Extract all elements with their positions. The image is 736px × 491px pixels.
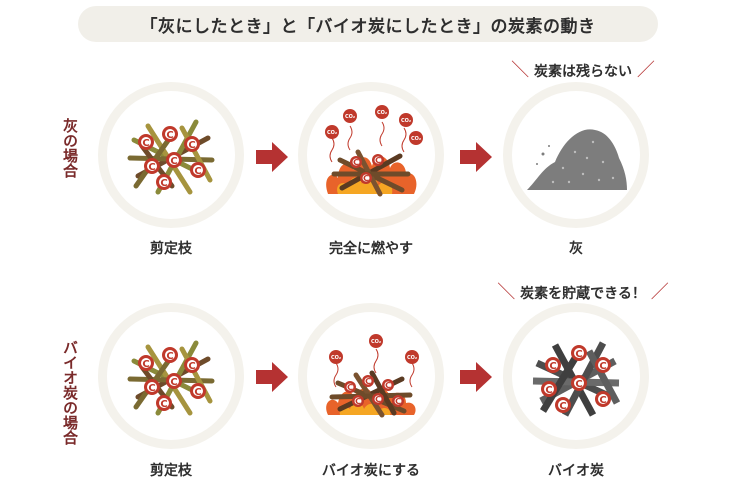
slash-left-icon: ＼ [497, 282, 516, 303]
carbon-label: C [170, 156, 177, 167]
biochar-pile-icon: C C C C C C C [532, 341, 621, 417]
circle-burning: C C C CO₂ CO₂ CO₂ CO₂ CO₂ [298, 82, 444, 228]
title-text: 「灰にしたとき」と「バイオ炭にしたとき」の炭素の動き [140, 16, 596, 37]
note-no-carbon: ＼ 炭素は残らない ／ [503, 56, 663, 82]
carbon-label: C [365, 377, 371, 386]
note-text: 炭素は残らない [534, 64, 632, 80]
carbon-label: C [575, 379, 582, 390]
arrow-right-icon [256, 362, 288, 392]
carbon-label: C [142, 138, 149, 149]
co2-label: CO₂ [327, 130, 337, 136]
carbon-label: C [188, 361, 195, 372]
caption-branches-1: 剪定枝 [150, 241, 192, 257]
branch-pile-icon: C C C C C C C [127, 119, 215, 195]
carbon-label: C [549, 361, 556, 372]
carbon-label: C [188, 140, 195, 151]
carbon-label: C [395, 397, 401, 406]
page-title: 「灰にしたとき」と「バイオ炭にしたとき」の炭素の動き [78, 6, 658, 42]
co2-label: CO₂ [411, 136, 421, 142]
arrow-right-icon [460, 362, 492, 392]
caption-biochar: バイオ炭 [548, 463, 604, 479]
carbon-label: C [160, 178, 167, 189]
co2-label: CO₂ [345, 114, 355, 120]
slash-right-icon: ／ [636, 60, 655, 81]
carbon-label: C [142, 359, 149, 370]
arrow-right-icon [460, 142, 492, 172]
co2-label: CO₂ [377, 110, 387, 116]
carbon-label: C [375, 395, 381, 404]
arrow-right-icon [256, 142, 288, 172]
caption-pyrolysis: バイオ炭にする [321, 463, 421, 479]
slash-right-icon: ／ [650, 282, 669, 303]
carbon-label: C [545, 385, 552, 396]
circle-branches-1: C C C C C C C [98, 82, 244, 228]
circle-branches-2: C C C C C C C [98, 303, 244, 449]
note-text: 炭素を貯蔵できる！ [520, 286, 646, 302]
carbon-label: C [347, 383, 353, 392]
carbon-label: C [355, 397, 361, 406]
ash-pile-icon [527, 129, 627, 190]
co2-label: CO₂ [331, 355, 341, 361]
carbon-label: C [599, 361, 606, 372]
carbon-label: C [166, 130, 173, 141]
carbon-label: C [166, 351, 173, 362]
carbon-label: C [148, 383, 155, 394]
caption-ash: 灰 [569, 241, 583, 257]
carbon-label: C [559, 401, 566, 412]
carbon-label: C [194, 166, 201, 177]
note-store-carbon: ＼ 炭素を貯蔵できる！ ／ [490, 278, 676, 304]
co2-label: CO₂ [401, 118, 411, 124]
caption-burn: 完全に燃やす [329, 241, 413, 257]
carbon-label: C [194, 387, 201, 398]
circle-ash [503, 82, 649, 228]
carbon-label: C [575, 349, 582, 360]
carbon-label: C [170, 377, 177, 388]
circle-biochar: C C C C C C C [503, 303, 649, 449]
burning-branches-icon: C C C CO₂ CO₂ CO₂ CO₂ CO₂ [325, 105, 423, 197]
carbon-label: C [385, 381, 391, 390]
co2-label: CO₂ [407, 355, 417, 361]
circle-pyrolysis: C C C C C C CO₂ CO₂ CO₂ [298, 303, 444, 449]
carbon-label: C [148, 162, 155, 173]
co2-label: CO₂ [371, 339, 381, 345]
row-label-ash: 灰の場合 [61, 118, 79, 178]
row-label-biochar: バイオ炭の場合 [61, 340, 79, 445]
pyrolysis-branches-icon: C C C C C C CO₂ CO₂ CO₂ [326, 334, 419, 418]
carbon-label: C [353, 158, 359, 167]
carbon-label: C [599, 395, 606, 406]
slash-left-icon: ＼ [511, 60, 530, 81]
carbon-label: C [363, 174, 369, 183]
caption-branches-2: 剪定枝 [150, 463, 192, 479]
carbon-label: C [375, 156, 381, 165]
branch-pile-icon: C C C C C C C [127, 340, 215, 416]
carbon-label: C [160, 399, 167, 410]
